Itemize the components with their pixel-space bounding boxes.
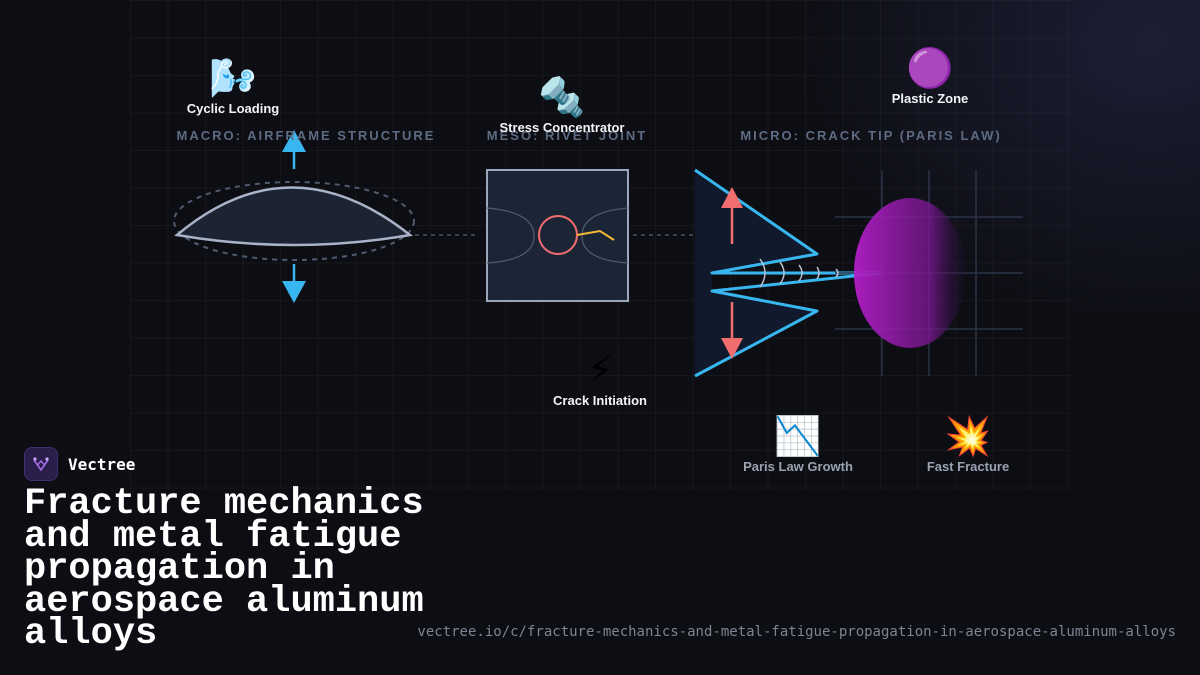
- callout-cyclic-loading: 🌬️ Cyclic Loading: [187, 57, 279, 116]
- opening-stress-arrow-down: [721, 302, 743, 359]
- callout-paris-law-growth: 📉 Paris Law Growth: [743, 415, 853, 474]
- callout-crack-initiation: ⚡ Crack Initiation: [553, 349, 647, 408]
- rivet-hole: [538, 215, 578, 255]
- page-url[interactable]: vectree.io/c/fracture-mechanics-and-meta…: [417, 624, 1176, 640]
- load-arrow-down: [282, 264, 306, 303]
- opening-stress-arrow-up: [721, 187, 743, 244]
- brand[interactable]: Vectree: [24, 447, 135, 481]
- airframe-wing: [173, 181, 415, 261]
- plastic-zone: [854, 198, 966, 348]
- callout-label: Plastic Zone: [891, 91, 969, 106]
- callout-label: Crack Initiation: [553, 393, 647, 408]
- callout-label: Cyclic Loading: [186, 101, 280, 116]
- section-label-micro: MICRO: CRACK TIP (PARIS LAW): [740, 128, 1002, 143]
- crack-tip-region: [694, 168, 883, 378]
- collision-icon: 💥: [944, 416, 992, 458]
- nut-and-bolt-icon: 🔩: [538, 77, 586, 119]
- crack-growth-striations: [759, 258, 839, 288]
- chart-decreasing-icon: 📉: [774, 416, 822, 458]
- load-arrow-up: [282, 130, 306, 169]
- lightning-icon: ⚡: [586, 350, 614, 392]
- vectree-logo-icon: [24, 447, 58, 481]
- callout-label: Fast Fracture: [926, 459, 1010, 474]
- page-title: Fracture mechanics and metal fatigue pro…: [24, 483, 424, 655]
- callout-label: Stress Concentrator: [499, 120, 625, 135]
- purple-circle-icon: 🟣: [906, 48, 954, 90]
- brand-name: Vectree: [68, 454, 136, 474]
- section-label-meso: MESO: RIVET JOINT: [486, 128, 648, 143]
- section-label-macro: MACRO: AIRFRAME STRUCTURE: [176, 128, 436, 143]
- callout-fast-fracture: 💥 Fast Fracture: [927, 415, 1009, 474]
- callout-stress-concentrator: 🔩 Stress Concentrator: [500, 76, 625, 135]
- callout-label: Paris Law Growth: [743, 459, 853, 474]
- wind-icon: 🌬️: [209, 58, 257, 100]
- callout-plastic-zone: 🟣 Plastic Zone: [892, 47, 969, 106]
- initial-crack: [576, 229, 615, 241]
